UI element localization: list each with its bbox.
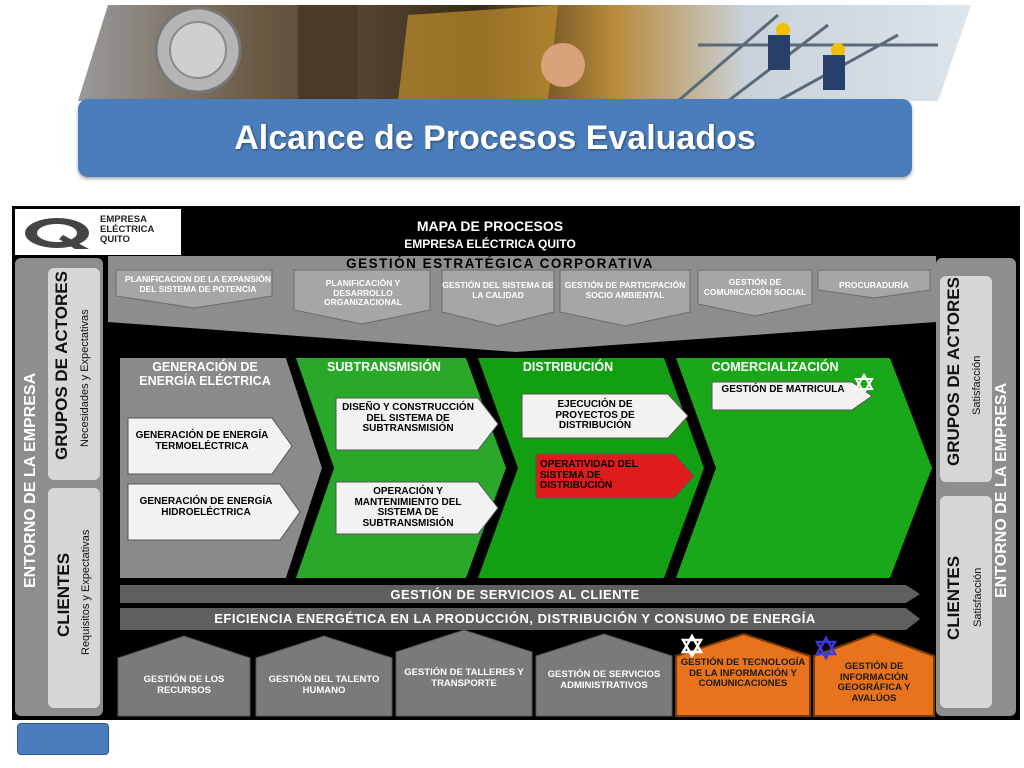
map-title: MAPA DE PROCESOS	[416, 218, 564, 234]
right-stakeholders-sub: Satisfacción	[971, 355, 983, 415]
box-com-matricula: GESTIÓN DE MATRICULA	[721, 384, 845, 395]
strategic-chevron-4	[559, 269, 691, 327]
box-dist-operatividad: OPERATIVIDAD DEL SISTEMA DE DISTRIBUCIÓN	[540, 459, 638, 491]
strategic-item-4: GESTIÓN DE PARTICIPACIÓN SOCIO AMBIENTAL	[564, 280, 686, 300]
strategic-layer-label: GESTIÓN ESTRATÉGICA CORPORATIVA	[346, 256, 654, 271]
left-clients-sub: Requisitos y Expectativas	[80, 529, 92, 655]
support-label-1: GESTIÓN DE LOS RECURSOS	[143, 674, 225, 696]
strategic-item-1: PLANIFICACION DE LA EXPANSIÓN DEL SISTEM…	[125, 274, 271, 294]
left-stakeholders-title: GRUPOS DE ACTORES	[52, 271, 71, 460]
right-panel-clients	[940, 496, 992, 708]
stage-heading-commercialization: COMERCIALIZACIÓN	[711, 360, 839, 374]
box-gen-hidro: GENERACIÓN DE ENERGÍA HIDROELÉCTRICA	[139, 496, 273, 518]
stage-heading-subtransmission: SUBTRANSMISIÓN	[327, 360, 441, 374]
left-panel-stakeholders	[48, 268, 100, 480]
footer-accent-block	[17, 723, 109, 755]
left-clients-title: CLIENTES	[54, 552, 73, 638]
left-stakeholders-sub: Necesidades y Expectativas	[79, 309, 91, 447]
strategic-chevron-2	[293, 269, 431, 325]
stage-heading-distribution: DISTRIBUCIÓN	[522, 360, 614, 374]
company-logo	[15, 209, 181, 255]
strategic-layer	[108, 256, 936, 352]
strategic-item-6: PROCURADURÍA	[839, 280, 909, 290]
logo-line-2: ELÉCTRICA	[100, 224, 155, 235]
support-label-3: GESTIÓN DE TALLERES Y TRANSPORTE	[404, 667, 524, 689]
strategic-chevron-3	[441, 269, 555, 327]
right-clients-sub: Satisfacción	[972, 567, 984, 627]
strategic-chevron-6	[817, 269, 931, 299]
box-sub-diseno: DISEÑO Y CONSTRUCCIÓN DEL SISTEMA DE SUB…	[342, 402, 474, 434]
left-panel-clients	[48, 488, 100, 708]
box-sub-operacion: OPERACIÓN Y MANTENIMIENTO DEL SISTEMA DE…	[354, 486, 462, 529]
support-label-6: GESTIÓN DE INFORMACIÓN GEOGRÁFICA Y AVAL…	[837, 661, 911, 704]
support-label-5: GESTIÓN DE TECNOLOGÍA DE LA INFORMACIÓN …	[680, 657, 806, 689]
logo-text: EMPRESA ELÉCTRICA QUITO	[100, 215, 154, 245]
strategic-item-3: GESTIÓN DEL SISTEMA DE LA CALIDAD	[442, 280, 554, 300]
support-label-4: GESTIÓN DE SERVICIOS ADMINISTRATIVOS	[547, 669, 661, 691]
right-panel-stakeholders	[940, 276, 992, 482]
strategic-item-5: GESTIÓN DE COMUNICACIÓN SOCIAL	[703, 277, 807, 297]
title-bar: Alcance de Procesos Evaluados	[78, 99, 912, 177]
stage-heading-generation: GENERACIÓN DE ENERGÍA ELÉCTRICA	[139, 360, 271, 388]
box-gen-termo: GENERACIÓN DE ENERGÍA TERMOELÉCTRICA	[135, 430, 269, 452]
strategic-item-2: PLANIFICACIÓN Y DESARROLLO ORGANIZACIONA…	[324, 278, 402, 307]
right-clients-title: CLIENTES	[944, 555, 963, 641]
left-outer-label: ENTORNO DE LA EMPRESA	[22, 372, 39, 588]
box-dist-ejecucion: EJECUCIÓN DE PROYECTOS DE DISTRIBUCIÓN	[555, 399, 635, 431]
bar-energy-efficiency: EFICIENCIA ENERGÉTICA EN LA PRODUCCIÓN, …	[214, 611, 816, 626]
page-title: Alcance de Procesos Evaluados	[234, 118, 756, 157]
header-photo-banner	[78, 5, 971, 101]
right-stakeholders-title: GRUPOS DE ACTORES	[944, 277, 963, 466]
strategic-chevron-5	[697, 269, 813, 317]
logo-line-3: QUITO	[100, 234, 130, 245]
logo-emblem-icon	[25, 218, 89, 249]
map-subtitle: EMPRESA ELÉCTRICA QUITO	[404, 237, 576, 251]
support-label-2: GESTIÓN DEL TALENTO HUMANO	[268, 674, 380, 696]
strategic-chevron-1	[115, 269, 273, 309]
logo-line-1: EMPRESA	[100, 214, 147, 225]
right-outer-label: ENTORNO DE LA EMPRESA	[993, 382, 1010, 598]
bar-customer-service: GESTIÓN DE SERVICIOS AL CLIENTE	[390, 587, 640, 602]
